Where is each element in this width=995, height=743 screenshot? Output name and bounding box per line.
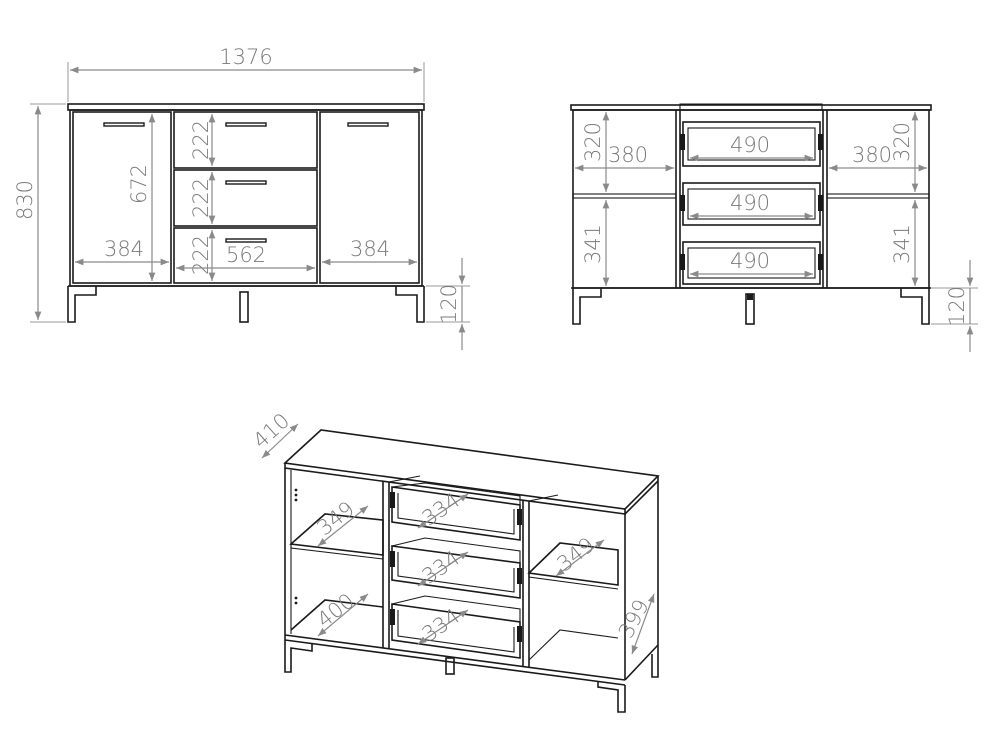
iso-top [283, 429, 660, 510]
iso-right-shelf-depth-label: 349 [553, 533, 599, 577]
left-upper-height-label: 320 [581, 122, 605, 162]
front-left-leg [67, 286, 97, 323]
right-door-handle [347, 122, 389, 127]
drawer-bottom-handle [225, 238, 267, 243]
open-drawer-2 [680, 182, 823, 226]
open-drawer-3 [680, 241, 823, 285]
iso-drawer-3 [390, 595, 522, 659]
iso-bottom-rail [284, 634, 626, 681]
iso-view: 410 349 400 334 334 334 349 399 [248, 408, 660, 713]
left-upper-width-label: 380 [608, 143, 648, 167]
drawer-middle-handle [225, 180, 267, 185]
left-shelf [572, 193, 677, 199]
left-lower-height-label: 341 [581, 224, 605, 264]
drawer-top [173, 111, 318, 169]
drawer-inner-width-label-3: 490 [730, 249, 770, 273]
iso-right-bottom-depth-label: 399 [614, 595, 654, 642]
open-leg-height-label: 120 [945, 286, 969, 326]
iso-left-partition [382, 481, 390, 649]
drawer-top-handle [225, 122, 267, 127]
left-door [72, 111, 172, 284]
iso-left-bottom-depth-label: 400 [313, 589, 359, 633]
drawer-inner-width-label-1: 490 [730, 133, 770, 157]
overall-width-label: 1376 [219, 45, 272, 69]
iso-left-shelf [289, 513, 384, 556]
right-door [319, 111, 420, 284]
right-upper-width-label: 380 [852, 143, 892, 167]
open-view: 320 380 341 490 490 490 380 320 341 120 [570, 103, 978, 352]
iso-left-leg [284, 640, 313, 673]
iso-shelf-pin-holes [294, 488, 298, 605]
drawer-height-label-3: 222 [189, 235, 213, 275]
right-shelf [826, 193, 930, 199]
iso-left-shelf-depth-label: 349 [313, 497, 359, 541]
iso-back-right-leg [651, 645, 659, 678]
iso-drawer-1 [390, 482, 522, 541]
front-view: 1376 830 672 384 222 222 222 562 384 120 [13, 45, 470, 350]
iso-center-leg [445, 657, 455, 675]
iso-right-partition [522, 500, 530, 667]
front-right-leg [395, 286, 425, 323]
drawer-middle [173, 169, 318, 227]
iso-right-leg [597, 682, 626, 713]
right-lower-height-label: 341 [890, 224, 914, 264]
right-door-width-label: 384 [350, 237, 390, 261]
left-door-width-label: 384 [104, 237, 144, 261]
iso-drawer-2 [390, 537, 522, 599]
overall-height-label: 830 [13, 180, 37, 220]
right-upper-height-label: 320 [890, 122, 914, 162]
drawer-height-label-2: 222 [189, 178, 213, 218]
open-left-leg [572, 288, 602, 325]
front-center-leg [239, 291, 249, 323]
drawer-inner-width-label-2: 490 [730, 191, 770, 215]
drawer-width-label: 562 [226, 243, 266, 267]
iso-right-shelf [527, 542, 619, 586]
open-right-leg [900, 288, 930, 325]
iso-depth-label: 410 [248, 408, 294, 453]
left-door-handle [103, 122, 145, 127]
door-height-label: 672 [127, 164, 151, 204]
front-top-board [67, 103, 425, 111]
front-leg-height-label: 120 [437, 284, 461, 324]
drawer-height-label-1: 222 [189, 120, 213, 160]
drawer-bottom [173, 227, 318, 284]
